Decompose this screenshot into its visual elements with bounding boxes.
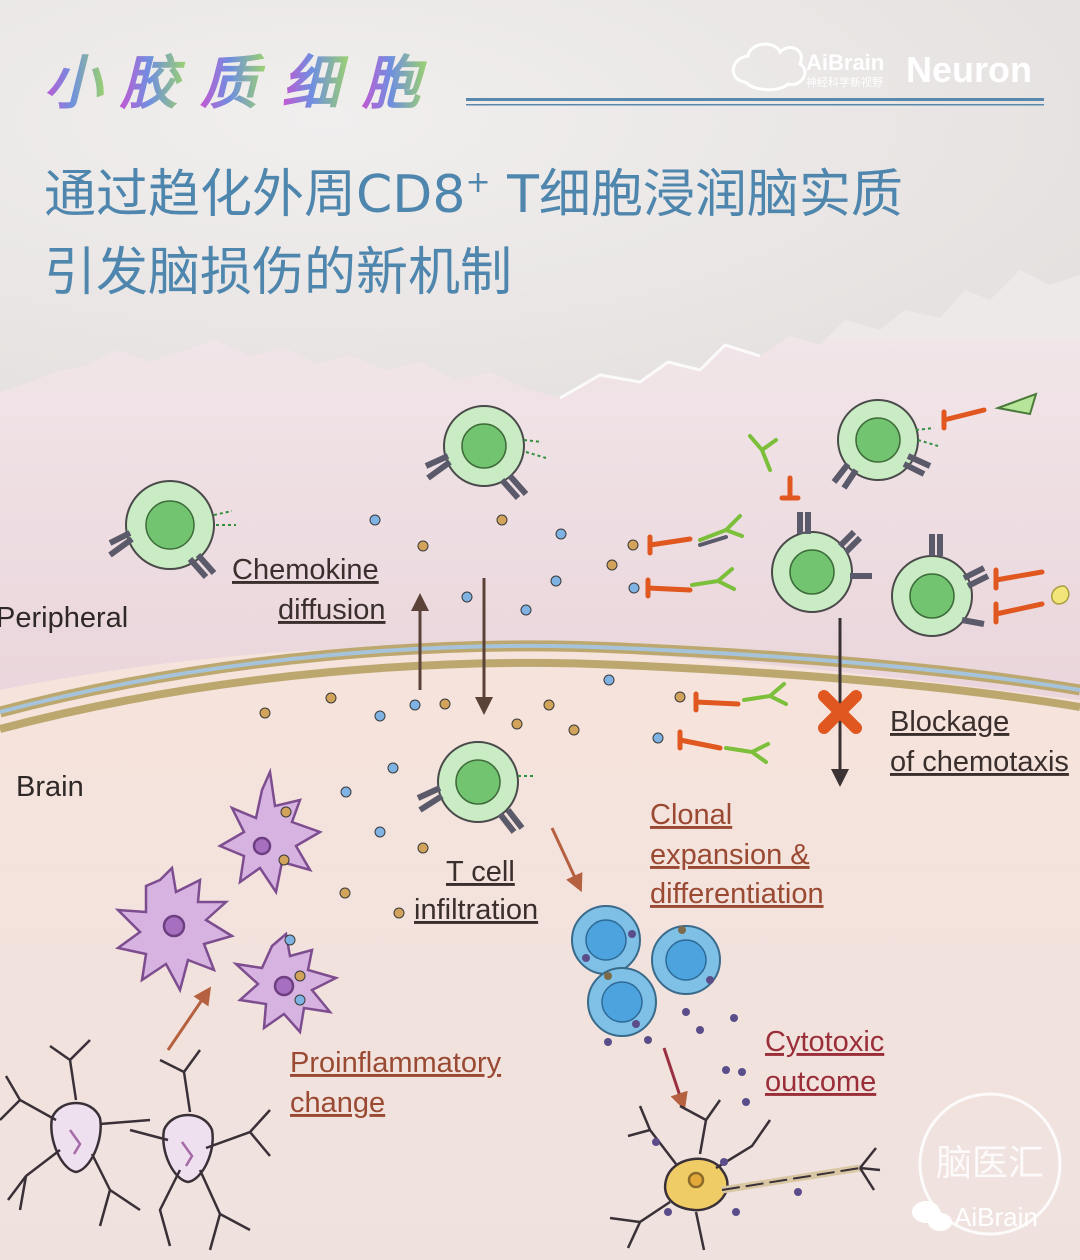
series-title-char: 质 [200, 49, 266, 117]
brand-name: AiBrain [806, 50, 884, 75]
label-clonal-line2: expansion & [650, 839, 810, 871]
antigen-triangle-icon [994, 392, 1038, 416]
label-tcell-line1: T cell [446, 856, 515, 888]
t-cell [891, 534, 990, 637]
neurons-left [0, 1039, 271, 1251]
label-clonal-line3: differentiation [650, 878, 824, 910]
labels-dark: Chemokine diffusion Blockage of chemotax… [232, 554, 1069, 926]
brand-logo: AiBrain 神经科学新视野 Neuron [731, 42, 1032, 92]
barrier-membrane [0, 640, 1080, 733]
label-blockage-line1: Blockage [890, 706, 1009, 738]
journal-name: Neuron [906, 49, 1032, 90]
series-title-char: 小 [44, 49, 105, 117]
microglia [217, 767, 323, 896]
wechat-icon [912, 1201, 952, 1231]
wechat-watermark: AiBrain [912, 1201, 1038, 1232]
series-title-char: 细 [282, 49, 349, 117]
header-rule [466, 98, 1044, 101]
t-cell [108, 480, 236, 579]
headline-line2: 引发脑损伤的新机制 [44, 243, 512, 303]
microglia-dots [278, 806, 306, 1006]
label-clonal-line1: Clonal [650, 799, 732, 831]
headline-line1: 通过趋化外周CD8+ T细胞浸润脑实质 [44, 165, 903, 225]
series-title-char: 胞 [361, 49, 427, 117]
antibody-inhibitors [645, 392, 1070, 764]
label-cytotoxic-line2: outcome [765, 1066, 876, 1098]
label-proinflammatory-line2: change [290, 1087, 385, 1119]
cytotoxic-arrow [662, 1047, 688, 1111]
labels-crimson: Cytotoxic outcome [765, 1026, 884, 1098]
label-chemokine-line2: diffusion [278, 594, 386, 626]
label-blockage-line2: of chemotaxis [890, 746, 1069, 778]
series-title-char: 胶 [119, 49, 186, 117]
region-label-peripheral: Peripheral [0, 602, 128, 634]
microglia-cells [114, 767, 340, 1035]
chemokine-dots [259, 514, 686, 919]
clonal-arrow [550, 827, 583, 893]
wechat-account: AiBrain [954, 1202, 1038, 1232]
labels-rust: Clonal expansion & differentiation Proin… [290, 799, 824, 1119]
brain-logo-icon [731, 42, 807, 92]
t-cell [424, 405, 547, 500]
antigen-drop-icon [1051, 585, 1070, 605]
blockage-cross-icon [818, 690, 862, 734]
proinflammatory-arrow [166, 986, 212, 1051]
label-chemokine-line1: Chemokine [232, 554, 379, 586]
header-rule-thin [466, 104, 1044, 106]
label-cytotoxic-line1: Cytotoxic [765, 1026, 884, 1058]
t-cell [831, 399, 939, 490]
stamp-watermark: 脑医汇 [918, 1092, 1062, 1236]
t-cell [771, 512, 872, 613]
t-cell [416, 741, 536, 834]
label-tcell-line2: infiltration [414, 894, 538, 926]
stamp-text: 脑医汇 [936, 1143, 1044, 1184]
region-label-brain: Brain [16, 771, 84, 803]
effector-t-cells [571, 905, 750, 1106]
brand-subtitle: 神经科学新视野 [806, 75, 883, 89]
series-title: 小 胶 质 细 胞 [44, 49, 427, 117]
headline: 通过趋化外周CD8+ T细胞浸润脑实质 引发脑损伤的新机制 [44, 165, 903, 303]
label-proinflammatory-line1: Proinflammatory [290, 1047, 502, 1079]
target-neuron [609, 1099, 881, 1251]
